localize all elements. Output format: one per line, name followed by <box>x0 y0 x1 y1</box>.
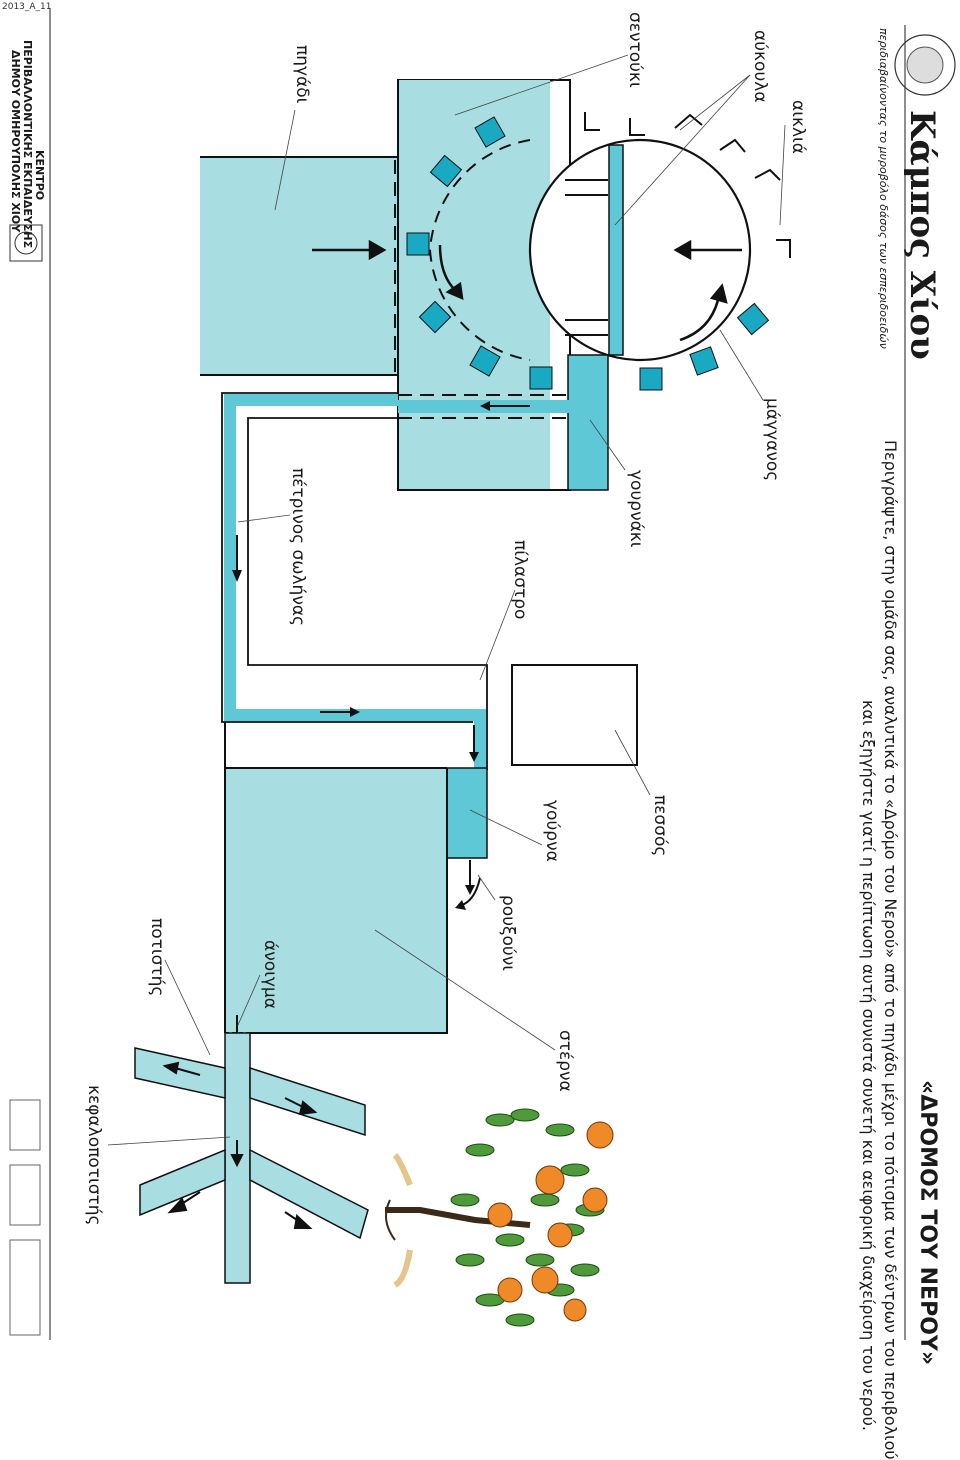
leader-lines <box>107 54 786 1146</box>
label-kefalopotistis: κεφαλοποτιστής <box>84 1085 104 1226</box>
page-code: 2013_A_11 <box>2 2 52 12</box>
empty-aikles <box>584 112 791 258</box>
footer-emblem <box>9 224 43 262</box>
center-line-3: ΔΗΜΟΥ ΟΜΗΡΟΥΠΟΛΗΣ ΧΙΟΥ <box>9 50 22 233</box>
label-pessos: πεσσός <box>650 795 670 857</box>
label-pigadi: πηγάδι <box>292 45 312 104</box>
title: «ΔΡΟΜΟΣ ΤΟΥ ΝΕΡΟΥ» <box>915 1080 940 1366</box>
well-water <box>200 157 398 375</box>
label-potistis: ποτιστής <box>147 918 167 997</box>
label-gournaki: γουρνάκι <box>626 470 646 548</box>
label-sterna: στέρνα <box>555 1030 575 1092</box>
logo-text: Κάμπος Χίου <box>902 110 942 360</box>
channel-arrows <box>162 1061 318 1229</box>
logo-emblem <box>894 34 956 96</box>
label-aiklia: αικλιά <box>788 100 808 154</box>
irrigation-channels <box>134 1032 369 1284</box>
stone-pipe <box>224 394 486 770</box>
description-line-1: Περιγράψτε, στην ομάδα σας, αναλυτικά το… <box>881 440 900 1460</box>
label-petrinos-solinas: πέτρινος σωλήνας <box>288 468 308 627</box>
label-sentouki: σεντούκι <box>625 12 645 88</box>
pessos <box>511 664 638 766</box>
water-route-diagram <box>9 8 956 1340</box>
label-aukoula: αύκουλα <box>750 30 770 103</box>
description-line-2: και εξηγήστε γιατί η περίπτωση αυτή συνι… <box>859 700 878 1431</box>
label-pilastro: πίλαστρο <box>510 540 530 620</box>
label-rouxouni: ρουξούνι <box>498 895 518 971</box>
gourna <box>446 767 488 859</box>
center-line-1: ΚΕΝΤΡΟ <box>33 150 46 201</box>
sentouki-water <box>398 80 550 490</box>
aikles-buckets <box>406 116 770 391</box>
sterna-water <box>225 768 447 1033</box>
label-gourna: γούρνα <box>542 800 562 862</box>
center-line-2: ΠΕΡΙΒΑΛΛΟΝΤΙΚΗΣ ΕΚΠΑΙΔΕΥΣΗΣ <box>21 40 34 249</box>
sponsor-logos <box>9 1099 41 1336</box>
wheel-arrows <box>312 239 742 342</box>
gournaki <box>567 354 609 491</box>
label-manganos: μάγγανος <box>762 398 782 482</box>
label-anoigma: άνοιγμα <box>260 940 280 1009</box>
orange-tree <box>385 1108 614 1327</box>
logo-subtitle: περιδιαβαίνοντας το μυροβόλο δάσος των ε… <box>877 28 890 349</box>
aukoula-trough <box>608 144 624 356</box>
